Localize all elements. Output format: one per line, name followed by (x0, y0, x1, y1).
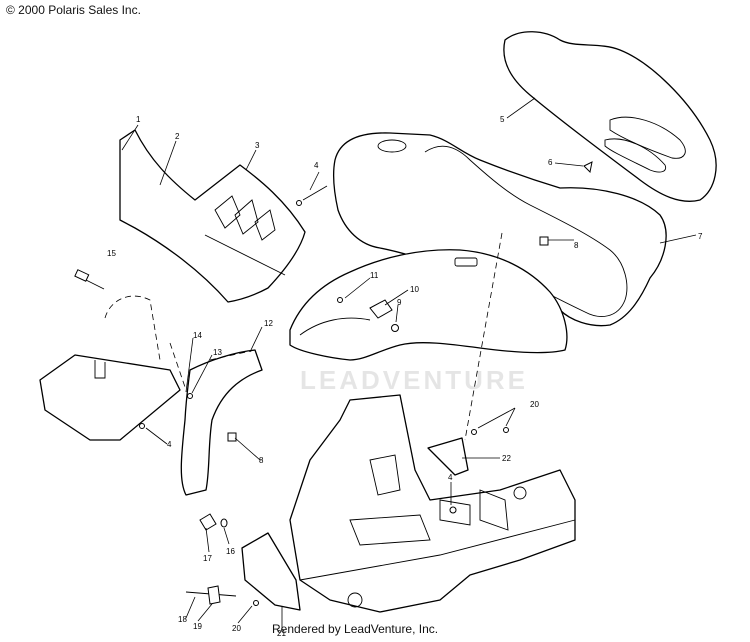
callout-15: 15 (107, 249, 116, 258)
callout-13: 13 (213, 348, 222, 357)
callout-4-lower-left: 4 (167, 440, 172, 449)
callout-20-upper: 20 (530, 400, 539, 409)
callout-9: 9 (397, 298, 402, 307)
callout-4: 4 (314, 161, 319, 170)
callout-21: 21 (277, 629, 286, 638)
rear-fender-part (332, 132, 667, 327)
callout-8: 8 (574, 241, 579, 250)
callout-4-frame: 4 (448, 473, 453, 482)
callout-3: 3 (255, 141, 260, 150)
callout-7: 7 (698, 232, 703, 241)
callout-14: 14 (193, 331, 202, 340)
callout-2: 2 (175, 132, 180, 141)
callout-labels: 1 2 3 4 5 6 7 8 9 10 11 12 13 14 15 4 8 … (107, 115, 703, 638)
callout-12: 12 (264, 319, 273, 328)
rendered-by-text: Rendered by LeadVenture, Inc. (272, 622, 439, 636)
callout-20-lower: 20 (232, 624, 241, 633)
callout-8-lower: 8 (259, 456, 264, 465)
floorboard-part (39, 295, 181, 441)
fastener-hardware (74, 161, 593, 606)
callout-18: 18 (178, 615, 187, 624)
mudflap-part (241, 532, 301, 611)
callout-22: 22 (502, 454, 511, 463)
callout-16: 16 (226, 547, 235, 556)
callout-leaders (121, 97, 697, 632)
callout-1: 1 (136, 115, 141, 124)
frame-part (289, 394, 576, 613)
side-panel-part (119, 129, 306, 303)
callout-5: 5 (500, 115, 505, 124)
callout-19: 19 (193, 622, 202, 631)
callout-11: 11 (370, 271, 379, 280)
copyright-text: © 2000 Polaris Sales Inc. (6, 3, 141, 17)
rear-cover-part (503, 31, 717, 202)
bracket-part (427, 437, 469, 476)
fender-flap-part (180, 349, 263, 496)
callout-10: 10 (410, 285, 419, 294)
callout-17: 17 (203, 554, 212, 563)
callout-6: 6 (548, 158, 553, 167)
watermark-text: LEADVENTURE (300, 365, 529, 395)
front-fender-part (289, 249, 568, 361)
